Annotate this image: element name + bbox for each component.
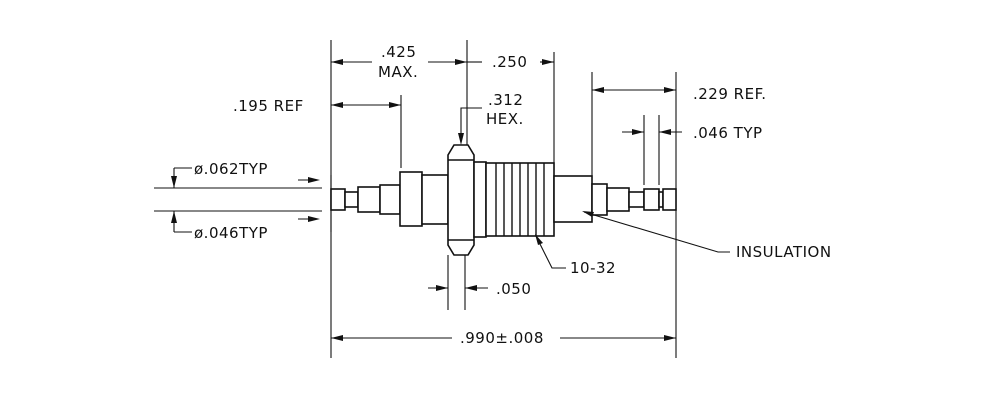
dim-hex-unit: HEX. (486, 110, 524, 128)
dim-pin-typ: .046 TYP (693, 124, 763, 142)
dim-flange: .050 (496, 280, 531, 298)
dimension-lines (171, 59, 730, 341)
thread-lines (495, 163, 545, 236)
insulation-label: INSULATION (736, 243, 832, 261)
dim-dia-062: ø.062TYP (194, 160, 268, 178)
dim-max-length: .425 (381, 43, 416, 61)
dim-ref-left: .195 REF (233, 97, 304, 115)
dim-overall: .990±.008 (460, 329, 544, 347)
dimension-labels: .425 MAX. .250 .195 REF .312 HEX. .229 R… (194, 43, 832, 347)
dim-ref-right: .229 REF. (693, 85, 767, 103)
connector-body (330, 144, 677, 256)
dim-dia-046: ø.046TYP (194, 224, 268, 242)
dim-max-unit: MAX. (378, 63, 418, 81)
thread-spec-label: 10-32 (570, 259, 616, 277)
dim-hex-size: .312 (488, 91, 523, 109)
dim-thread-length: .250 (492, 53, 527, 71)
